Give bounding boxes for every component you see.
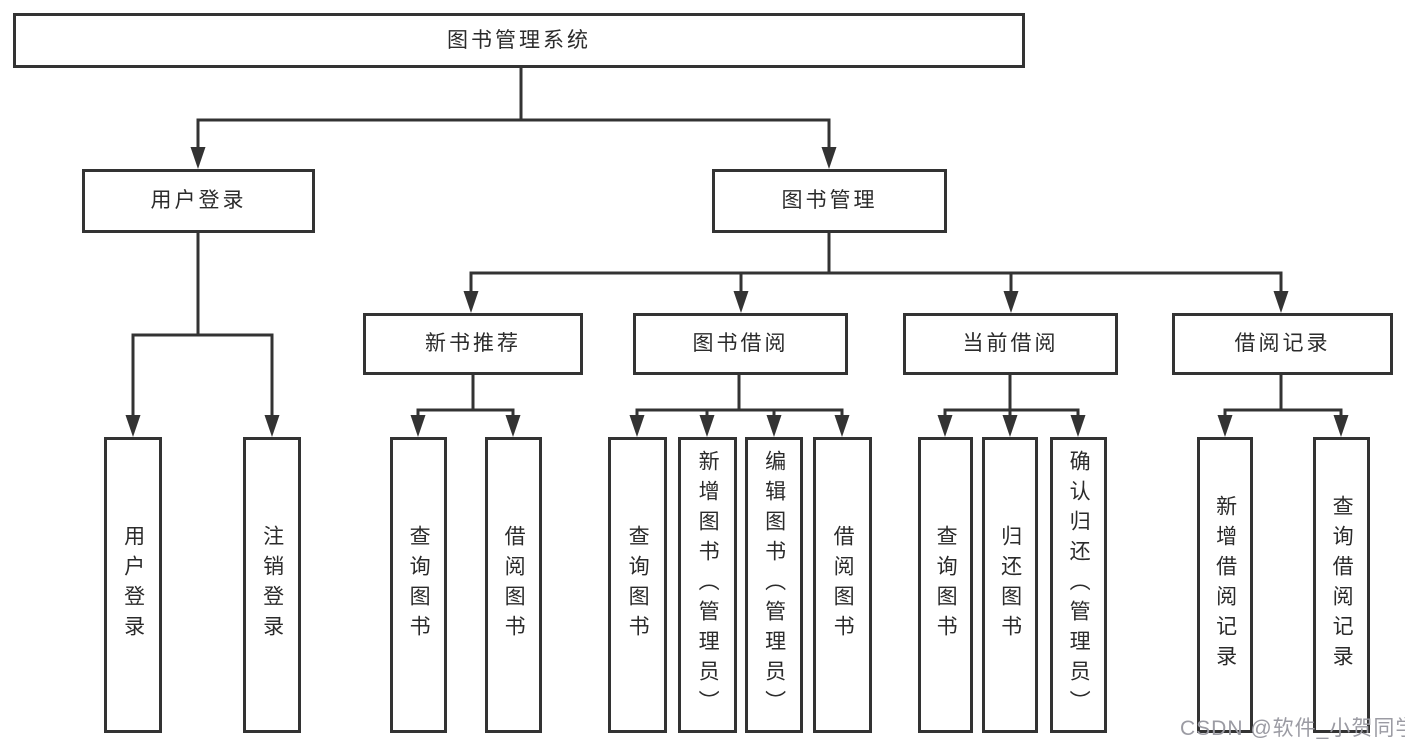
leaf-user-login: 用户登录 — [104, 437, 162, 733]
leaf-borrow-add-book-admin: 新增图书（管理员） — [678, 437, 737, 733]
leaf-logout: 注销登录 — [243, 437, 301, 733]
connector-borrow-records-to-children — [1217, 375, 1349, 437]
node-new-book-recommend: 新书推荐 — [363, 313, 583, 375]
leaf-records-query-record: 查询借阅记录 — [1313, 437, 1370, 733]
connector-root-to-level2 — [190, 68, 837, 169]
node-current-borrow: 当前借阅 — [903, 313, 1118, 375]
leaf-records-add-record: 新增借阅记录 — [1197, 437, 1253, 733]
connector-user-login-to-children — [125, 233, 280, 437]
node-borrow-records: 借阅记录 — [1172, 313, 1393, 375]
connector-new-book-recommend-to-children — [410, 375, 521, 437]
leaf-current-query-book: 查询图书 — [918, 437, 973, 733]
leaf-current-return-book: 归还图书 — [982, 437, 1038, 733]
csdn-watermark: CSDN @软件_小贺同学 — [1180, 717, 1405, 740]
connector-book-borrow-to-children — [629, 375, 850, 437]
node-user-login-branch: 用户登录 — [82, 169, 315, 233]
leaf-recommend-query-book: 查询图书 — [390, 437, 447, 733]
leaf-borrow-borrow-book: 借阅图书 — [813, 437, 872, 733]
connector-current-borrow-to-children — [937, 375, 1086, 437]
connector-book-management-to-sections — [463, 233, 1289, 313]
leaf-borrow-query-book: 查询图书 — [608, 437, 667, 733]
leaf-recommend-borrow-book: 借阅图书 — [485, 437, 542, 733]
leaf-current-confirm-return-admin: 确认归还（管理员） — [1050, 437, 1107, 733]
node-book-management-branch: 图书管理 — [712, 169, 947, 233]
leaf-borrow-edit-book-admin: 编辑图书（管理员） — [745, 437, 803, 733]
node-library-management-system: 图书管理系统 — [13, 13, 1025, 68]
node-book-borrow: 图书借阅 — [633, 313, 848, 375]
